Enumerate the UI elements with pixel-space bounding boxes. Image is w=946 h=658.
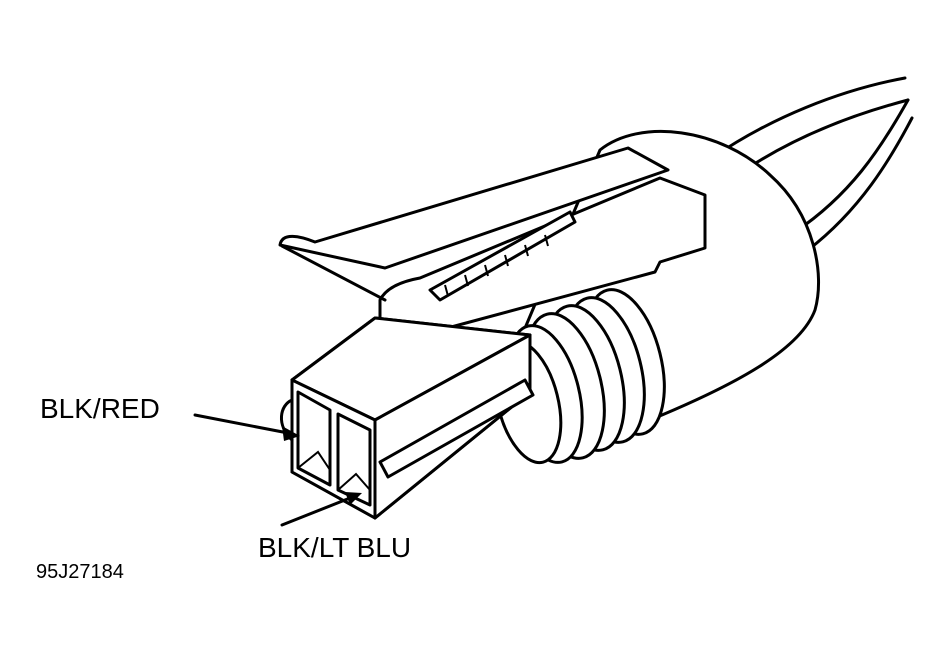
wire-bundle	[710, 76, 914, 252]
wire-label-blk-red: BLK/RED	[40, 393, 160, 424]
figure-id: 95J27184	[36, 561, 124, 583]
leader-blk-red	[193, 413, 290, 435]
cavity-a	[296, 390, 332, 487]
callout-leaders	[193, 413, 362, 527]
terminal-housing	[280, 316, 535, 520]
wire-label-blk-lt-blu: BLK/LT BLU	[258, 532, 412, 563]
leader-blk-ltblu	[280, 496, 352, 527]
arrowhead-blk-red	[282, 426, 300, 441]
arrowhead-blk-ltblu	[345, 492, 362, 505]
seal-rings	[493, 288, 666, 465]
locking-tab	[278, 146, 707, 335]
cavity-b	[336, 412, 372, 507]
